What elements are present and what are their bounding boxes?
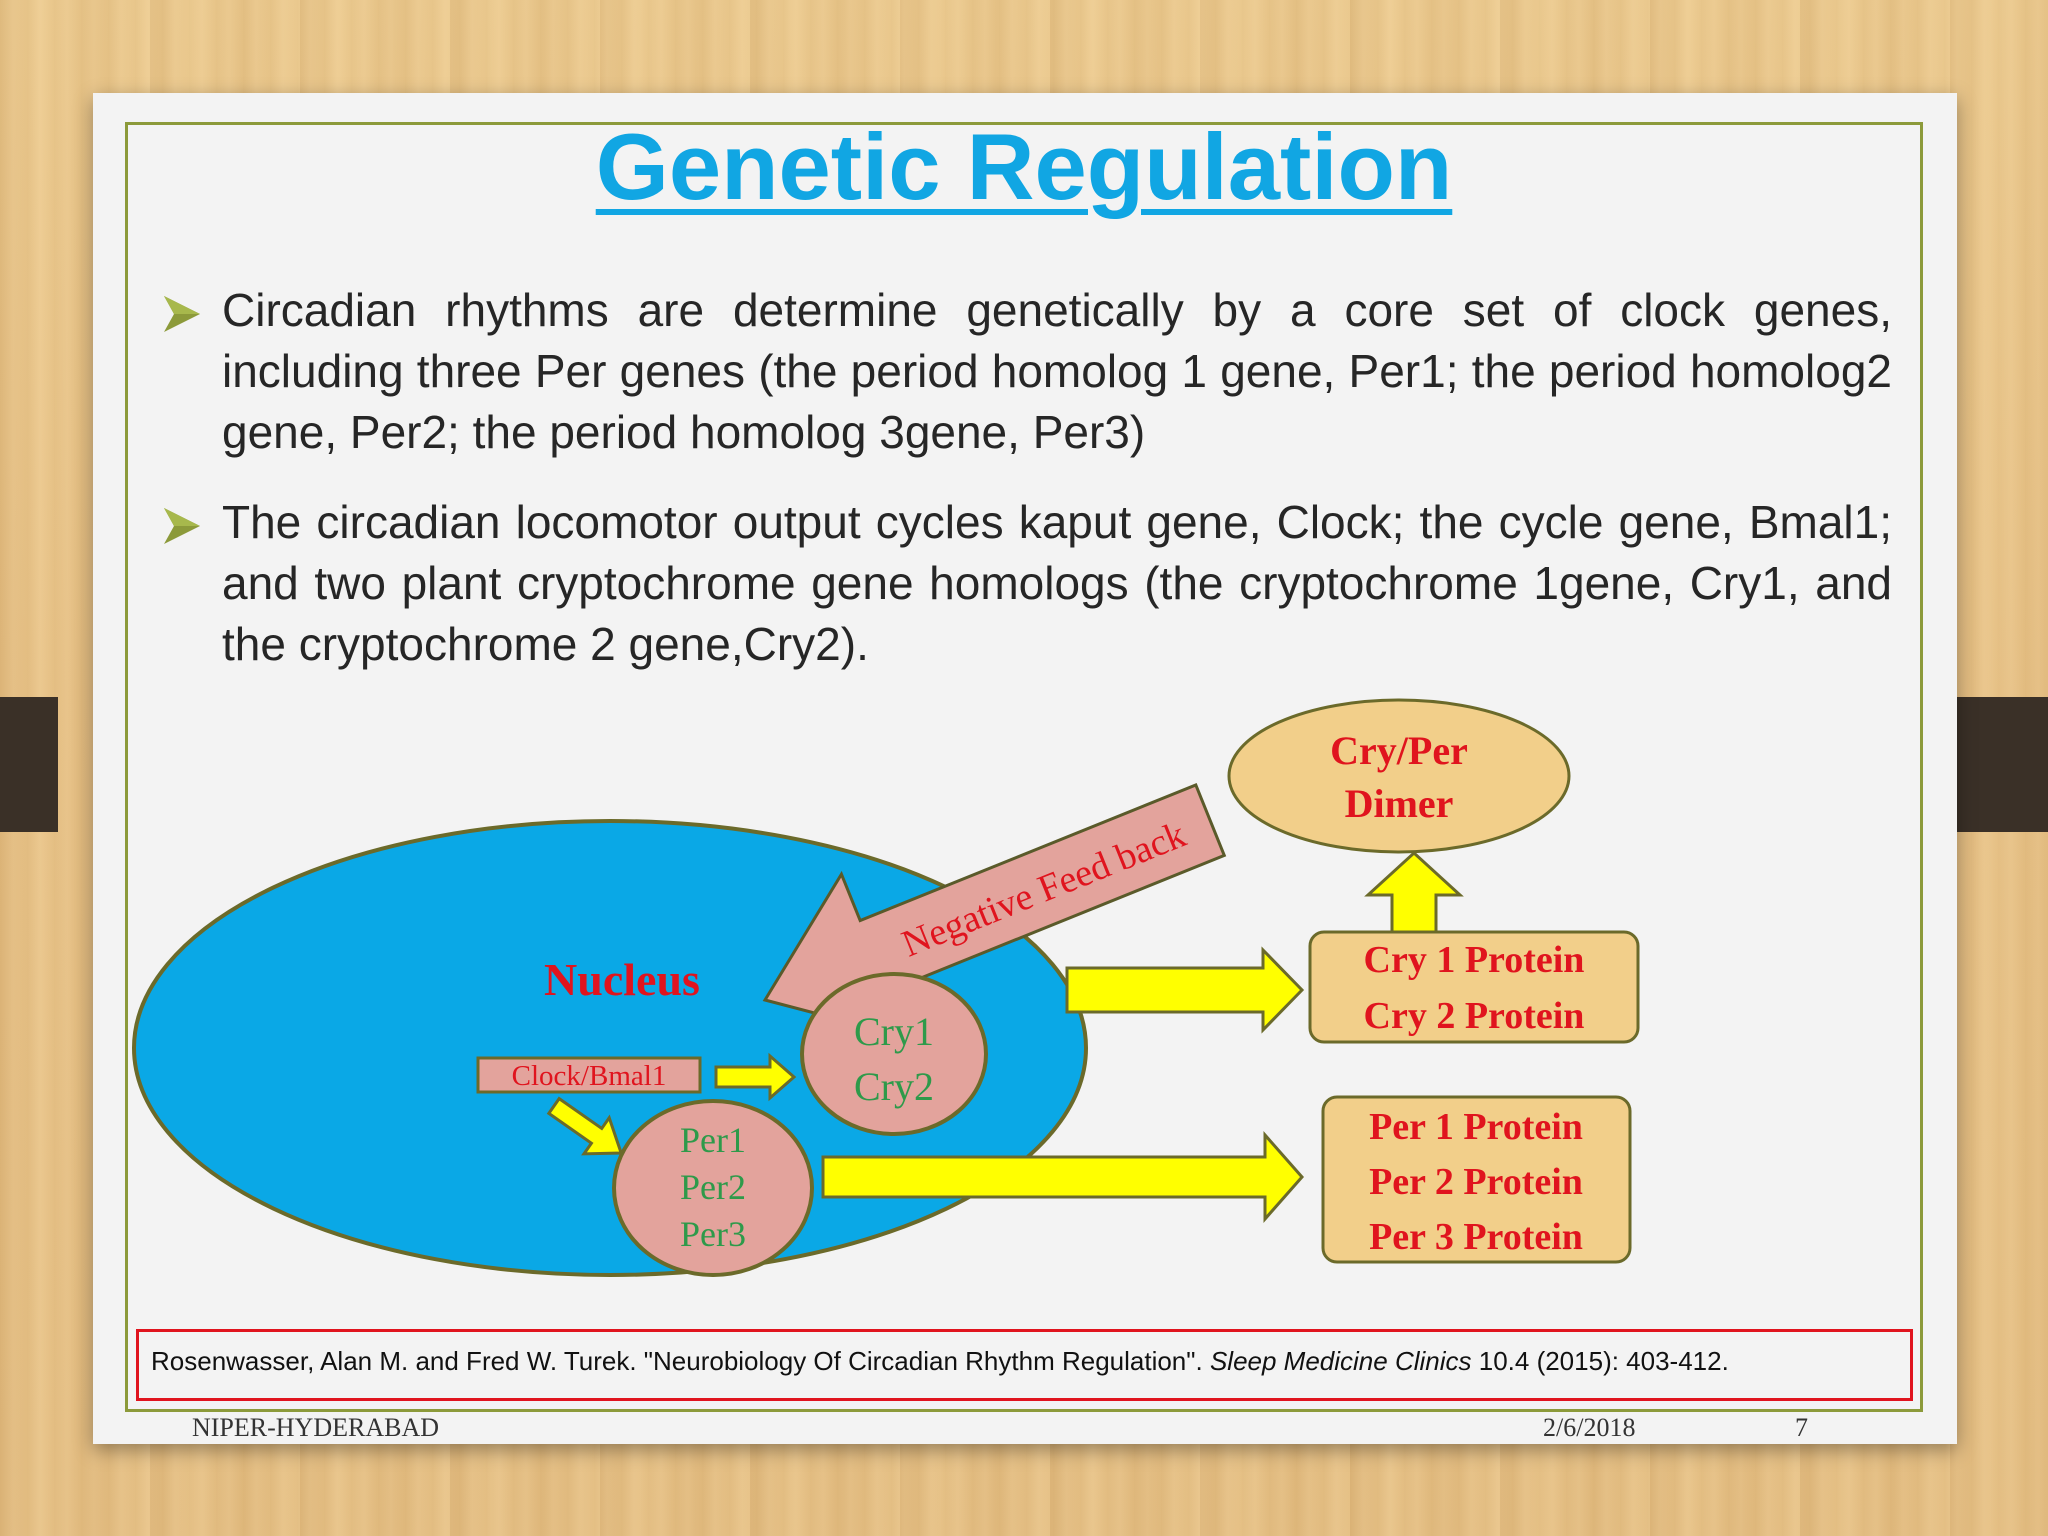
per-translation-arrow: [821, 1131, 1304, 1223]
arrowhead-bullet-icon: [164, 508, 200, 544]
reference-journal: Sleep Medicine Clinics: [1209, 1346, 1472, 1376]
cry-proteins-box: [1308, 930, 1640, 1044]
cry1-protein-label: Cry 1 Protein: [1364, 939, 1585, 981]
per3-gene-label: Per3: [680, 1214, 746, 1254]
slide-border: [125, 122, 1923, 1412]
per2-gene-label: Per2: [680, 1167, 746, 1207]
reference-citation-box: Rosenwasser, Alan M. and Fred W. Turek. …: [136, 1329, 1913, 1401]
left-binder-clip: [0, 697, 58, 832]
arrowhead-bullet-icon: [164, 296, 200, 332]
cry2-gene-label: Cry2: [854, 1064, 934, 1109]
footer-page-number: 7: [1795, 1413, 1808, 1442]
cry-gene-circle: [800, 972, 988, 1136]
per-gene-circle: [612, 1099, 814, 1277]
footer-institution: NIPER-HYDERABAD: [192, 1413, 439, 1442]
nucleus-label: Nucleus: [544, 954, 700, 1005]
dimer-label-line2: Dimer: [1345, 781, 1454, 826]
per3-protein-label: Per 3 Protein: [1369, 1216, 1583, 1258]
per-proteins-box: [1321, 1095, 1632, 1264]
clock-to-cry-arrow: [714, 1052, 797, 1102]
bullet-text-2: The circadian locomotor output cycles ka…: [222, 496, 1892, 670]
cry2-protein-label: Cry 2 Protein: [1364, 995, 1585, 1037]
per1-protein-label: Per 1 Protein: [1369, 1106, 1583, 1148]
per2-protein-label: Per 2 Protein: [1369, 1161, 1583, 1203]
bullet-text-1: Circadian rhythms are determine genetica…: [222, 284, 1892, 458]
reference-suffix: 10.4 (2015): 403-412.: [1471, 1346, 1729, 1376]
cry-translation-arrow: [1065, 946, 1305, 1034]
clock-to-per-arrow: [546, 1096, 624, 1156]
clock-bmal1-box: [476, 1056, 702, 1094]
footer-date: 2/6/2018: [1543, 1413, 1636, 1442]
cry-per-dimer-ellipse: [1227, 698, 1571, 854]
per1-gene-label: Per1: [680, 1120, 746, 1160]
dimerization-arrow: [1364, 850, 1464, 934]
clock-bmal1-label: Clock/Bmal1: [512, 1060, 667, 1092]
slide-title: Genetic Regulation: [595, 114, 1453, 219]
cry1-gene-label: Cry1: [854, 1009, 934, 1054]
dimer-label-line1: Cry/Per: [1330, 728, 1468, 773]
reference-prefix: Rosenwasser, Alan M. and Fred W. Turek. …: [151, 1346, 1210, 1376]
